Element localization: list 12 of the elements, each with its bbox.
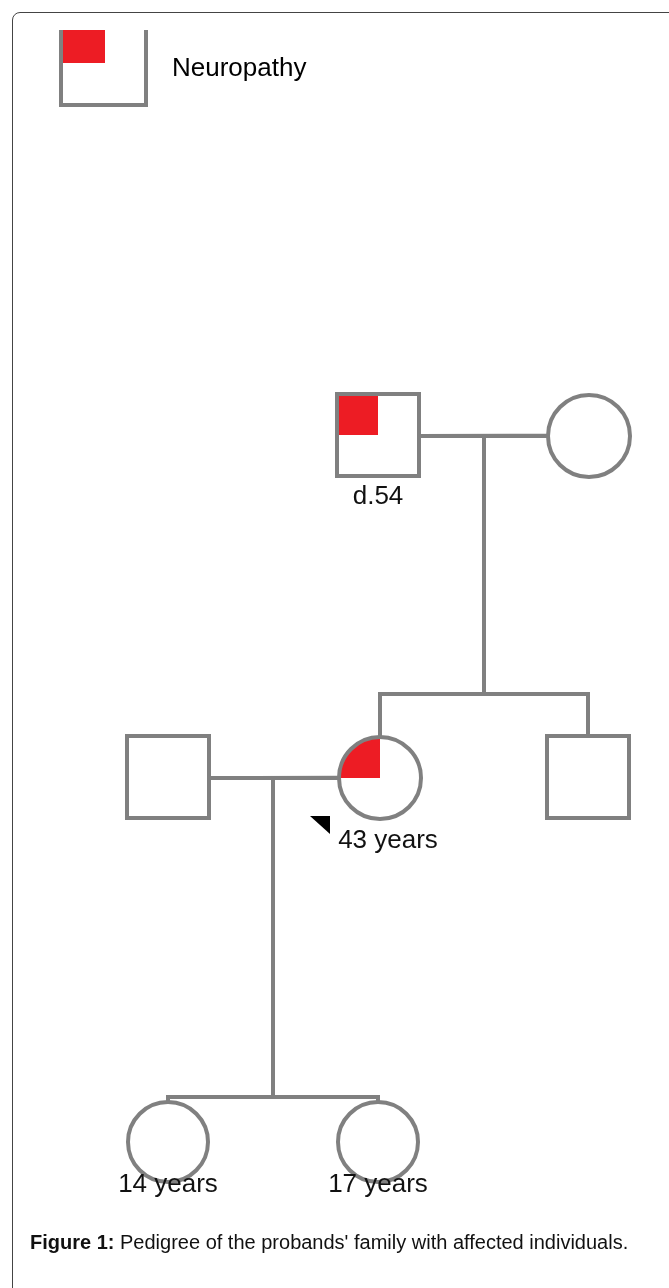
age-label: d.54 [352,480,404,511]
age-label: 17 years [328,1168,428,1199]
female-circle [546,393,632,479]
affected-male-square [335,392,421,478]
affected-female-circle [337,735,423,821]
descent-line [482,434,590,736]
male-square [125,734,211,820]
age-label: 43 years [338,824,438,855]
legend-label: Neuropathy [172,52,307,83]
male-square [545,734,631,820]
figure-caption: Figure 1: Pedigree of the probands' family with affected individuals. [30,1230,630,1255]
age-label: 14 years [118,1168,218,1199]
